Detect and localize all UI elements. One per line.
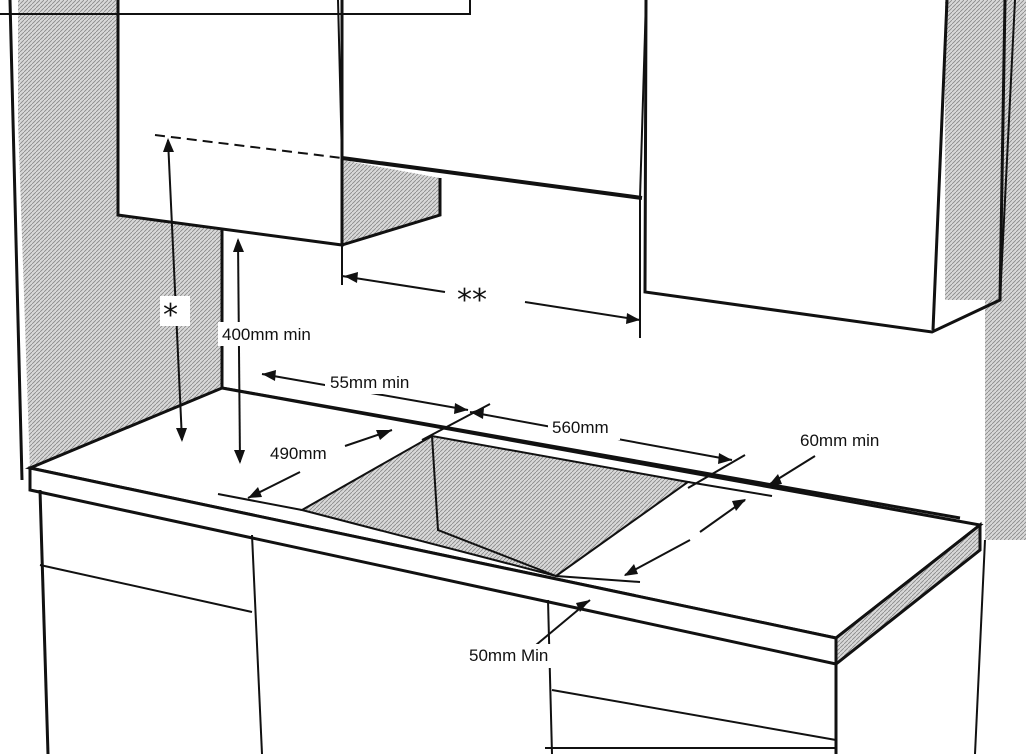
- rear-clearance-arrow-right: [454, 403, 468, 414]
- left-cabinet-step: [341, 178, 442, 247]
- hood-area-left-edge: [337, 0, 343, 161]
- cutout-width-arrow-left: [470, 408, 484, 419]
- cutout-depth-ext: [217, 493, 303, 511]
- header-box: [0, 0, 471, 15]
- cabinet-underside-shading: [342, 160, 440, 245]
- base-cabinet-right-wall: [974, 539, 986, 754]
- drawer-line-left: [39, 564, 253, 613]
- hood-width-dim-left: [341, 275, 446, 293]
- rear-clearance-label: 55mm min: [330, 373, 409, 392]
- star-marker-box: [160, 296, 190, 326]
- hood-width-arrow-left: [344, 272, 358, 283]
- right-wall-line: [931, 0, 949, 331]
- base-cabinet-divider-1: [251, 534, 263, 754]
- hood-width-arrow-right: [626, 313, 640, 324]
- cutout-depth-label: 490mm: [270, 444, 327, 463]
- min-height-dim-line: [237, 239, 241, 463]
- hood-width-marker: **: [457, 283, 487, 318]
- front-clearance-label: 50mm Min: [469, 646, 548, 665]
- min-height-label: 400mm min: [222, 325, 311, 344]
- star-dim-arrow-top: [163, 138, 174, 152]
- cutout-width-label-bg: [548, 416, 620, 440]
- front-clearance-arrow: [576, 600, 590, 612]
- rear-clearance-label-bg: [325, 370, 435, 394]
- hood-width-dim-right: [524, 301, 641, 321]
- hob-cutout-inner-wall: [431, 435, 557, 577]
- worktop-side-edge: [834, 521, 982, 668]
- base-cabinet-left-side: [38, 489, 50, 754]
- right-wall-cabinet: [643, 0, 1007, 334]
- cutout-width-label: 560mm: [552, 418, 609, 437]
- front-depth-arrow-top: [732, 499, 746, 511]
- star-dim-arrow-bottom: [176, 428, 187, 442]
- front-depth-ext: [555, 575, 641, 583]
- side-clearance-ext: [687, 481, 773, 497]
- rear-clearance-arrow-left: [262, 370, 276, 381]
- cabinet-step-top: [341, 156, 643, 200]
- star-dim-line: [167, 139, 183, 441]
- front-depth-arrow-bottom: [624, 564, 638, 576]
- cutout-depth-label-bg: [266, 442, 338, 466]
- left-wall-cabinet: [116, 0, 344, 247]
- min-height-arrow-bottom: [234, 450, 245, 464]
- min-height-label-bg: [218, 322, 328, 346]
- cutout-width-ext-right: [687, 454, 746, 489]
- cutout-width-arrow-right: [718, 453, 732, 464]
- front-clearance-label-bg: [466, 644, 562, 668]
- cutout-depth-arrow-bottom: [248, 487, 262, 498]
- left-wall-shading: [18, 0, 222, 470]
- base-cabinet-divider-2: [547, 599, 553, 754]
- drawer-line-right: [551, 689, 837, 741]
- star-marker: *: [163, 298, 178, 333]
- left-wall-line: [8, 0, 24, 481]
- right-wall-shading: [945, 0, 1026, 540]
- cutout-depth-arrow-top: [376, 430, 392, 440]
- right-wall-outer-line: [999, 0, 1016, 301]
- min-height-arrow-top: [233, 238, 244, 252]
- side-clearance-label: 60mm min: [800, 431, 879, 450]
- star-dim-dashed: [154, 134, 343, 159]
- side-clearance-arrow: [768, 474, 782, 486]
